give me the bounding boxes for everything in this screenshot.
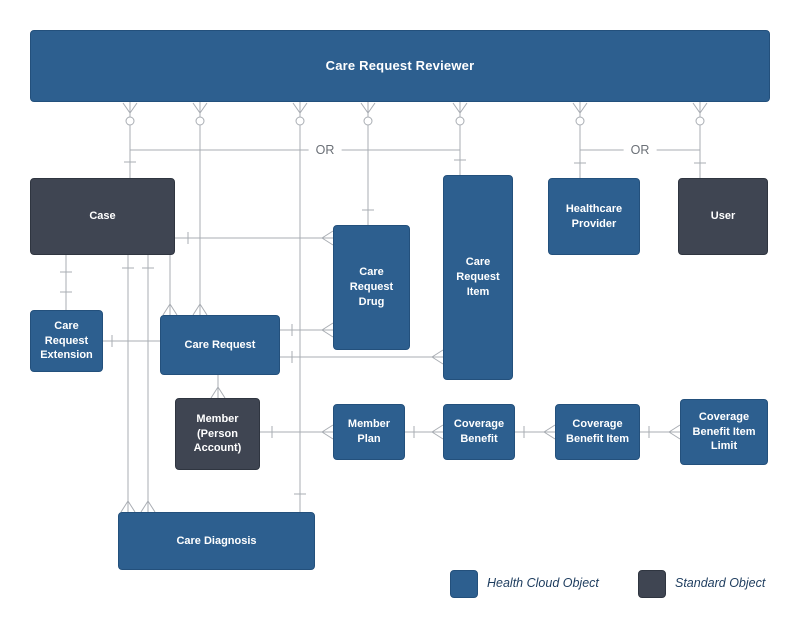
node-member-person-account: Member (Person Account) xyxy=(175,398,260,470)
node-label: Case xyxy=(89,210,116,223)
node-care-request-extension: Care Request Extension xyxy=(30,310,103,372)
node-label: Care Request Drug xyxy=(349,266,394,308)
node-care-request-drug: Care Request Drug xyxy=(333,225,410,350)
node-label: Healthcare Provider xyxy=(565,202,623,230)
node-case: Case xyxy=(30,178,175,255)
legend-swatch-health-cloud xyxy=(450,570,478,598)
node-label: Care Request Extension xyxy=(40,319,93,362)
node-member-plan: Member Plan xyxy=(333,404,405,460)
or-label-left: OR xyxy=(308,143,342,157)
node-care-request-reviewer: Care Request Reviewer xyxy=(30,30,770,102)
node-label: Member Plan xyxy=(347,418,391,445)
cardinality-markers xyxy=(60,102,708,513)
node-care-request: Care Request xyxy=(160,315,280,375)
node-user: User xyxy=(678,178,768,255)
optional-circles xyxy=(125,116,705,126)
node-label: Care Request xyxy=(184,338,256,351)
node-healthcare-provider: Healthcare Provider xyxy=(548,178,640,255)
node-label: Care Diagnosis xyxy=(176,534,257,547)
node-coverage-benefit-item-limit: Coverage Benefit Item Limit xyxy=(680,399,768,465)
node-coverage-benefit: Coverage Benefit xyxy=(443,404,515,460)
node-care-request-item: Care Request Item xyxy=(443,175,513,380)
node-label: Coverage Benefit Item xyxy=(566,418,629,445)
or-label-right: OR xyxy=(623,143,657,157)
node-label: User xyxy=(710,210,736,223)
node-label: Care Request Reviewer xyxy=(325,58,475,74)
legend-label-standard: Standard Object xyxy=(675,576,766,590)
node-coverage-benefit-item: Coverage Benefit Item xyxy=(555,404,640,460)
node-label: Coverage Benefit Item Limit xyxy=(692,410,756,453)
node-label: Member (Person Account) xyxy=(193,412,242,455)
node-label: Coverage Benefit xyxy=(453,418,505,445)
node-care-diagnosis: Care Diagnosis xyxy=(118,512,315,570)
legend-swatch-standard xyxy=(638,570,666,598)
legend-label-health-cloud: Health Cloud Object xyxy=(487,576,599,590)
node-label: Care Request Item xyxy=(456,256,500,298)
